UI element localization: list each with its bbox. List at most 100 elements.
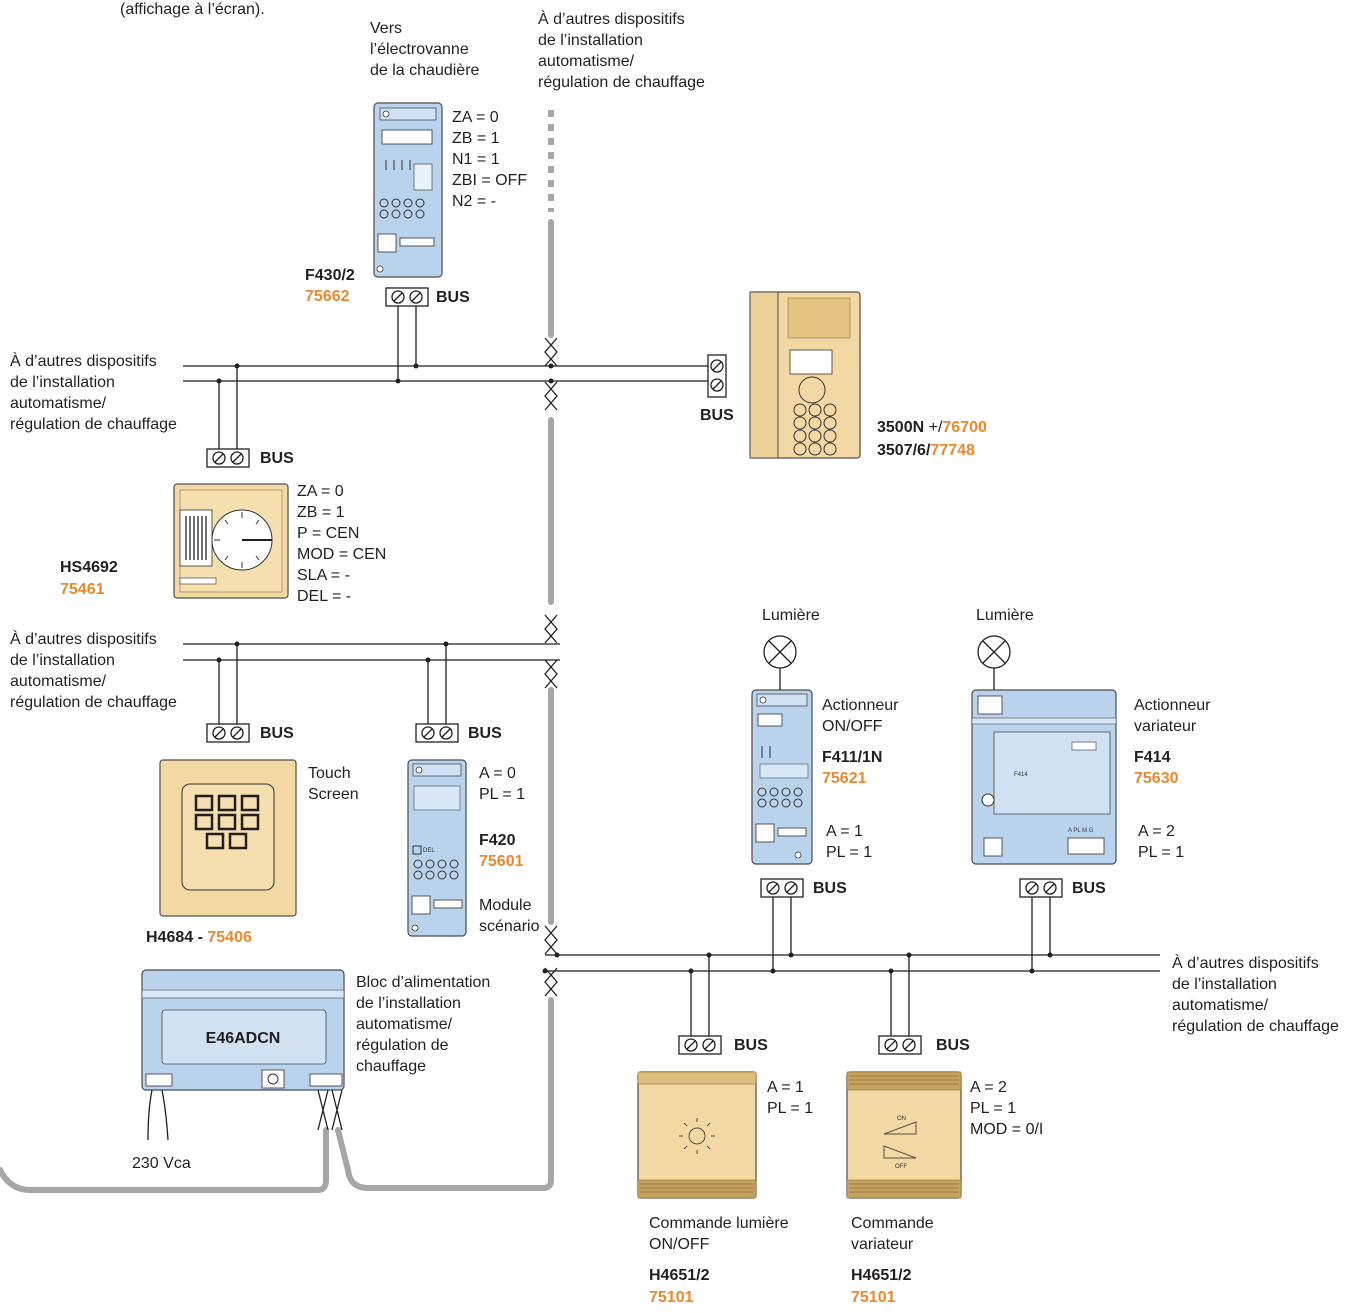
dimmer-ramp-icon xyxy=(883,1121,917,1159)
text-line: PL = 1 xyxy=(970,1100,1016,1117)
text-line: Commande xyxy=(851,1215,934,1232)
text-line: ZB = 1 xyxy=(452,130,500,147)
text-line: l’électrovanne xyxy=(370,41,469,58)
e46adcn-power-supply xyxy=(141,969,345,1091)
text-line: de l’installation xyxy=(538,32,643,49)
h4651-dimmer-command: ON OFF xyxy=(846,1071,962,1199)
f411-code: 75621 xyxy=(822,770,867,787)
text-line: régulation de chauffage xyxy=(1172,1018,1339,1035)
bus-terminal-icon xyxy=(760,878,804,898)
text-line: ON/OFF xyxy=(649,1236,710,1253)
touch-screen-device xyxy=(159,759,297,917)
hs4692-ref: HS4692 xyxy=(60,559,118,576)
text-line: A = 1 xyxy=(826,823,863,840)
lamp-icon xyxy=(763,635,797,690)
text-line: variateur xyxy=(1134,718,1197,735)
text-line: N1 = 1 xyxy=(452,151,500,168)
sun-icon xyxy=(679,1118,715,1154)
text-line: ZA = 0 xyxy=(452,109,499,126)
text-line: Touch xyxy=(308,765,351,782)
f411-actuator xyxy=(751,689,813,865)
bus-terminal-icon xyxy=(678,1035,722,1055)
text-line: régulation de xyxy=(356,1037,449,1054)
hs4692-thermostat xyxy=(173,483,289,599)
clock-dial-icon xyxy=(211,509,273,571)
text-line: automatisme/ xyxy=(538,53,635,70)
text-line: PL = 1 xyxy=(1138,844,1184,861)
f420-scenario-module: DEL xyxy=(407,759,467,937)
keypad-icon xyxy=(194,794,260,850)
bus-label: BUS xyxy=(468,725,502,742)
bus-label: BUS xyxy=(734,1037,768,1054)
bus-terminal-icon xyxy=(878,1035,922,1055)
text-line: À d’autres dispositifs xyxy=(10,629,157,648)
f411-ref: F411/1N xyxy=(822,749,882,766)
text-line: MOD = CEN xyxy=(297,546,386,563)
f414-light-label: Lumière xyxy=(976,607,1034,624)
text-line: SLA = - xyxy=(297,567,350,584)
f414-label: Actionneur variateur xyxy=(1134,697,1211,735)
other-devices-label-2: À d’autres dispositifs de l’installation a… xyxy=(10,629,177,711)
f411-light-label: Lumière xyxy=(762,607,820,624)
text-line: A = 1 xyxy=(767,1079,804,1096)
f430-ref: F430/2 xyxy=(305,267,355,284)
text-line: Vers xyxy=(370,20,402,37)
bus-lines xyxy=(183,306,1160,1036)
bus-label: BUS xyxy=(1072,880,1106,897)
dimmer-off-label: OFF xyxy=(895,1164,907,1170)
text-line: Commande lumière xyxy=(649,1215,789,1232)
bus-label: BUS xyxy=(936,1037,970,1054)
text-line: automatisme/ xyxy=(356,1016,453,1033)
hs4692-code: 75461 xyxy=(60,581,105,598)
text-line: A = 0 xyxy=(479,765,516,782)
text-line: de l’installation xyxy=(10,652,115,669)
text-line: automatisme/ xyxy=(10,395,107,412)
text-line: ON/OFF xyxy=(822,718,883,735)
bus-label: BUS xyxy=(260,450,294,467)
main-bus-cable xyxy=(0,110,554,1193)
f414-ref: F414 xyxy=(1134,749,1171,766)
f420-config: A = 0 PL = 1 xyxy=(479,765,525,803)
text-line: automatisme/ xyxy=(10,673,107,690)
text-line: Bloc d’alimentation xyxy=(356,974,490,991)
f430-actuator xyxy=(373,102,443,278)
interphone-ref-line1: 3500N +/76700 xyxy=(877,419,987,436)
text-line: de l’installation xyxy=(10,374,115,391)
bus-terminal-icon xyxy=(206,723,250,743)
h4651-onoff-ref: H4651/2 xyxy=(649,1267,710,1284)
bus-terminal-icon xyxy=(1019,878,1063,898)
f414-terminal-label: A PL M G xyxy=(1068,828,1094,834)
mains-wires xyxy=(147,1089,169,1141)
h4651-onoff-command xyxy=(637,1071,757,1199)
text-line: Actionneur xyxy=(1134,697,1211,714)
text-line: A = 2 xyxy=(1138,823,1175,840)
bus-label: BUS xyxy=(436,289,470,306)
lamp-icon xyxy=(977,635,1011,690)
h4651-onoff-config: A = 1 PL = 1 xyxy=(767,1079,813,1117)
text-line: À d’autres dispositifs xyxy=(1172,953,1319,972)
e46adcn-label: Bloc d’alimentation de l’installation auto… xyxy=(356,974,490,1075)
text-line: Screen xyxy=(308,786,359,803)
text-line: DEL = - xyxy=(297,588,351,605)
bus-terminal-icon xyxy=(385,287,429,307)
f430-code: 75662 xyxy=(305,288,350,305)
bus-terminal-icon xyxy=(415,723,459,743)
text-line: de l’installation xyxy=(356,995,461,1012)
cable-twists xyxy=(544,337,558,997)
text-line: ZBI = OFF xyxy=(452,172,527,189)
dimmer-on-label: ON xyxy=(897,1116,906,1122)
bus-terminal-icon xyxy=(206,448,250,468)
text-line: ZB = 1 xyxy=(297,504,345,521)
text-line: PL = 1 xyxy=(767,1100,813,1117)
text-line: régulation de chauffage xyxy=(538,74,705,91)
text-line: PL = 1 xyxy=(479,786,525,803)
f420-code: 75601 xyxy=(479,853,524,870)
bus-label: BUS xyxy=(813,880,847,897)
